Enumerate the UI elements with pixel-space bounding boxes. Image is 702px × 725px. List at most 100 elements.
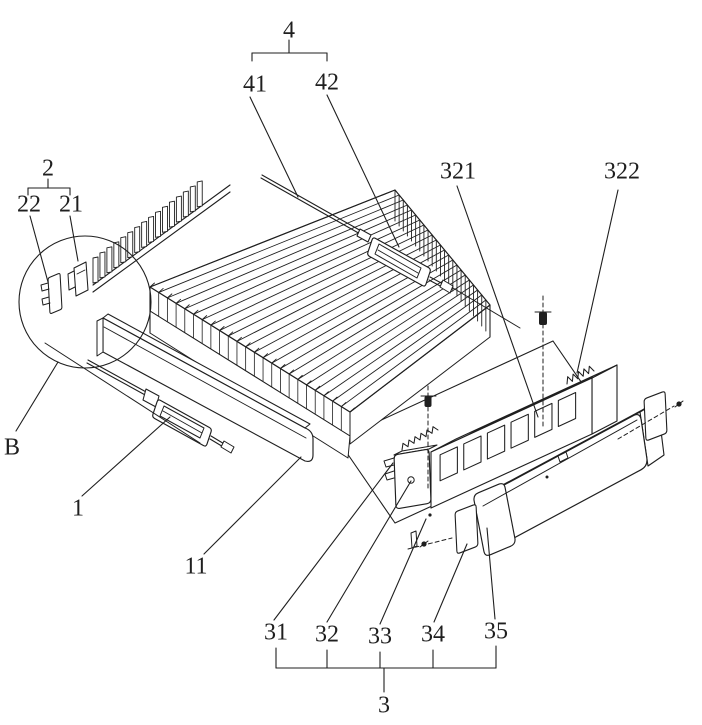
fin-block-21: [73, 261, 89, 297]
heatsink-sawtooth: [253, 347, 260, 353]
screw-top: [539, 312, 547, 325]
fin-strip-tooth: [196, 180, 203, 208]
end-cap-hole: [407, 476, 415, 484]
clip-prong: [41, 296, 51, 306]
leader-B: [15, 361, 59, 432]
end-cap-prong: [383, 457, 395, 468]
heatsink-sawtooth: [297, 374, 303, 380]
fin-strip-tooth: [134, 226, 141, 254]
label-21: 21: [59, 192, 83, 218]
housing-clip-tab: [557, 451, 569, 463]
heatsink-fin-line: [149, 189, 396, 288]
connector1-rod: [86, 362, 148, 397]
fin-strip-tooth: [106, 246, 113, 274]
housing-inner-edge: [482, 419, 638, 507]
plate-rivet: [428, 513, 432, 517]
end-cap-teeth: [401, 426, 439, 451]
heatsink-sawtooth: [236, 336, 242, 342]
fin-strip-tooth: [141, 221, 148, 248]
label-3: 3: [378, 693, 390, 719]
heatsink-fin-line: [219, 229, 429, 331]
heatsink-fin-line: [193, 214, 417, 315]
label-33: 33: [368, 624, 392, 650]
label-34: 34: [421, 622, 445, 648]
heatsink-sawtooth: [314, 385, 321, 391]
wire-41-tail: [452, 287, 521, 329]
heatsink-sawtooth: [288, 369, 295, 375]
frame-hole-top-opening: [563, 376, 594, 391]
connector1-tip: [220, 440, 235, 454]
heatsink-sawtooth: [193, 309, 199, 315]
fin-block-detail: [76, 269, 86, 275]
label-22: 22: [17, 192, 41, 218]
bracket-plate-right: [643, 391, 668, 441]
heatsink-sawtooth: [262, 353, 268, 359]
label-42: 42: [315, 70, 339, 96]
label-2: 2: [42, 156, 54, 182]
bracket-plate-left: [454, 504, 479, 554]
heatsink-fin-line: [210, 224, 425, 326]
heatsink-fin-line: [323, 289, 479, 397]
heatsink-fin-line: [288, 269, 462, 375]
heatsink-fin-line: [314, 284, 474, 391]
heatsink-sawtooth: [323, 391, 329, 397]
fin-strip-tooth: [189, 185, 196, 213]
heatsink-sawtooth: [245, 342, 251, 348]
frame-square-hole: [534, 402, 553, 438]
heatsink-fin-line: [349, 304, 491, 413]
fin-strip-tooth: [92, 256, 99, 284]
leader-21: [69, 215, 79, 262]
fin-strip-tooth: [113, 241, 120, 269]
connector42-inner-line: [377, 249, 419, 274]
label-321: 321: [440, 159, 476, 185]
heatsink-fin-line: [340, 299, 487, 408]
heatsink-sawtooth: [158, 287, 164, 293]
frame-square-hole: [557, 392, 577, 427]
connector1-inner-line: [162, 410, 203, 434]
leader-32: [326, 480, 412, 623]
label-4: 4: [283, 18, 295, 44]
label-41: 41: [243, 72, 267, 98]
heatsink-sawtooth: [340, 402, 347, 408]
heatsink-sawtooth: [184, 304, 190, 310]
fin-strip-tooth: [148, 215, 155, 243]
heatsink-sawtooth: [227, 331, 234, 337]
label-11: 11: [184, 554, 207, 580]
label-31: 31: [264, 620, 288, 646]
leader-22: [29, 215, 49, 283]
leader-322: [576, 189, 619, 374]
frame-square-hole: [463, 435, 482, 471]
leader-11: [203, 456, 302, 555]
heatsink-fin-line: [332, 294, 483, 402]
fin-strip-tooth: [162, 205, 168, 233]
label-32: 32: [315, 622, 339, 648]
connector42-tip: [439, 279, 454, 294]
heatsink-fin-line: [306, 279, 470, 386]
fin-strip-tooth: [155, 210, 161, 238]
screw-mid: [424, 396, 432, 407]
leader-1: [81, 416, 171, 497]
side-bar-inner-line: [103, 326, 307, 439]
detail-link-line: [44, 342, 201, 444]
heatsink-fin-line: [175, 204, 408, 304]
end-cap-prong: [384, 470, 395, 481]
heatsink-fin-line: [201, 219, 421, 321]
fin-strip-base: [92, 191, 231, 293]
heatsink-sawtooth: [271, 358, 277, 364]
fin-strip-tooth: [175, 195, 182, 223]
detail-circle-B: [18, 235, 152, 369]
leader-34: [433, 543, 468, 623]
connector42-joint: [356, 228, 372, 243]
heatsink-fin-line: [166, 199, 404, 299]
label-35: 35: [484, 619, 508, 645]
frame-square-hole: [510, 413, 529, 449]
heatsink-sawtooth: [149, 282, 155, 288]
clip-prong: [40, 282, 50, 292]
screw-right-slash: [674, 400, 684, 408]
heatsink-sawtooth: [201, 315, 208, 321]
heatsink-sawtooth: [166, 293, 173, 299]
heatsink-fin-line: [279, 264, 458, 369]
leader-42: [326, 94, 400, 248]
heatsink-sawtooth: [219, 326, 225, 331]
